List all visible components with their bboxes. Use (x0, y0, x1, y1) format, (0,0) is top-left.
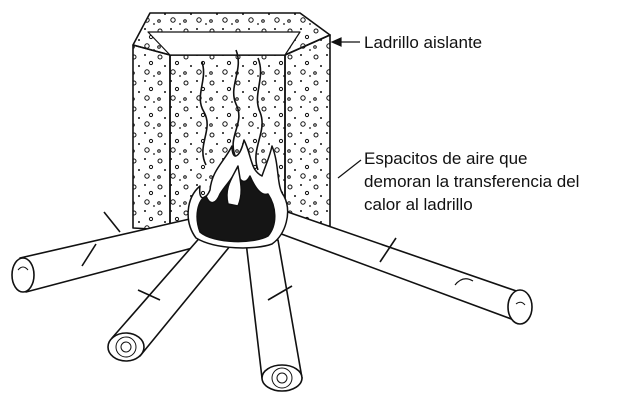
log-end (508, 290, 532, 324)
air-pockets-label: Espacitos de aire que demoran la transfe… (364, 147, 579, 216)
leaders (332, 38, 361, 178)
brick-right-wall (285, 35, 330, 232)
insulating-brick-label: Ladrillo aislante (364, 31, 482, 54)
air-pockets-label-line: demoran la transferencia del (364, 170, 579, 193)
log-front-center (246, 240, 302, 391)
log-end (262, 365, 302, 391)
arrow-head (332, 38, 341, 46)
log-end (12, 258, 34, 292)
log-right (276, 210, 532, 324)
air-pockets-label-line: calor al ladrillo (364, 193, 579, 216)
air-pockets-label-line: Espacitos de aire que (364, 147, 579, 170)
leader-air (338, 160, 361, 178)
brick-left-wall (133, 45, 170, 230)
brick-opening (148, 32, 300, 55)
